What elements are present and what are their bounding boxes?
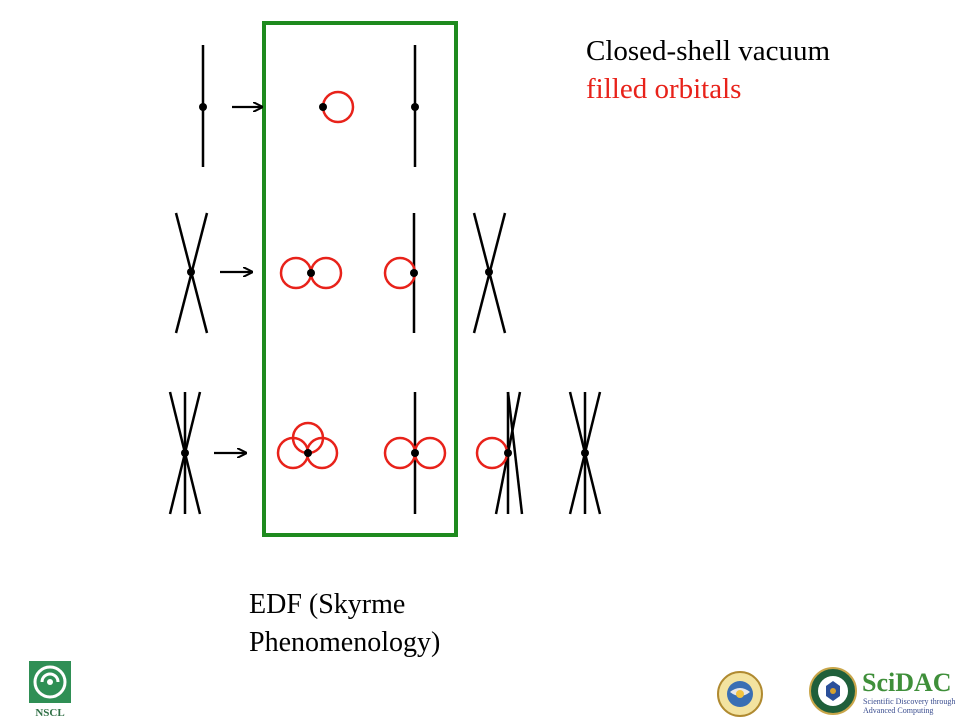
caption-line-1: EDF (Skyrme xyxy=(249,589,406,620)
row-1 xyxy=(199,45,419,167)
scidac-wordmark: SciDAC xyxy=(862,668,952,697)
row-3-vertex xyxy=(168,391,202,515)
row-3-orbital-diagram-cross xyxy=(475,391,524,515)
legend-vacuum-label: Closed-shell vacuum xyxy=(586,35,831,67)
caption-line-2: Phenomenology) xyxy=(249,627,441,658)
row-1-orbital-diagram xyxy=(319,90,355,124)
nsf-logo xyxy=(716,670,764,723)
row-2-orbital-diagram-line xyxy=(383,213,418,333)
row-2-orbital-diagram-double xyxy=(279,256,343,290)
scidac-tagline: Scientific Discovery through Advanced Co… xyxy=(863,697,956,715)
nscl-logo: NSCL xyxy=(28,660,74,719)
row-1-vertex-in-box xyxy=(411,45,419,167)
legend-filled-orbitals-label: filled orbitals xyxy=(586,73,742,105)
row-3-orbital-diagram-triple xyxy=(276,421,339,470)
doe-seal xyxy=(808,666,858,721)
nscl-text: NSCL xyxy=(35,707,64,718)
row-3-vertex-right xyxy=(568,391,602,515)
row-1-vertex xyxy=(199,45,207,167)
row-2-vertex xyxy=(174,212,209,334)
row-3-orbital-diagram-line-double xyxy=(383,392,447,514)
edf-box xyxy=(262,21,458,537)
row-2 xyxy=(174,212,507,334)
row-3 xyxy=(168,391,602,515)
row-2-vertex-right xyxy=(472,212,507,334)
